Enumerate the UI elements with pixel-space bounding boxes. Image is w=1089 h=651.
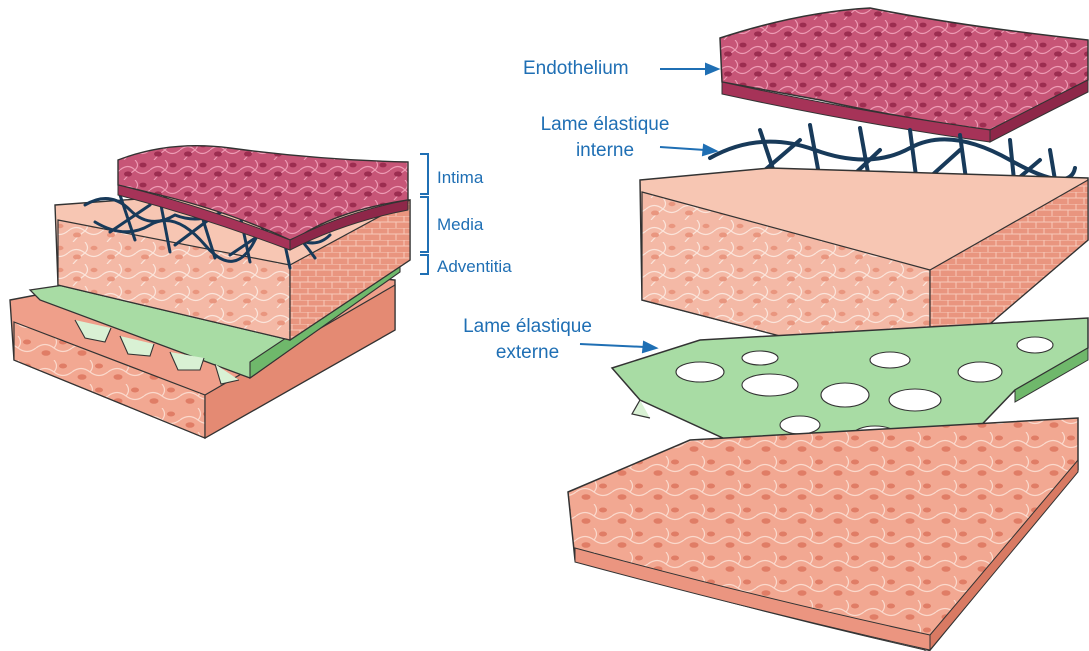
left-assembled-wall [10,146,410,438]
adventitia-bracket [420,255,428,274]
media-label: Media [437,214,483,236]
endothelium-label: Endothelium [523,58,629,80]
media-bracket [420,197,428,252]
adventitia-label: Adventitia [437,256,512,278]
right-adventitia-layer [568,418,1078,651]
right-endothelium-layer [720,8,1088,142]
external-elastic-label-line1: Lame élastique [440,316,615,338]
internal-elastic-label-line2: interne [520,140,690,162]
intima-label: Intima [437,167,483,189]
external-elastic-label-line2: externe [440,342,615,364]
internal-elastic-label-line1: Lame élastique [520,114,690,136]
left-layer-brackets [420,154,428,274]
intima-bracket [420,154,428,194]
